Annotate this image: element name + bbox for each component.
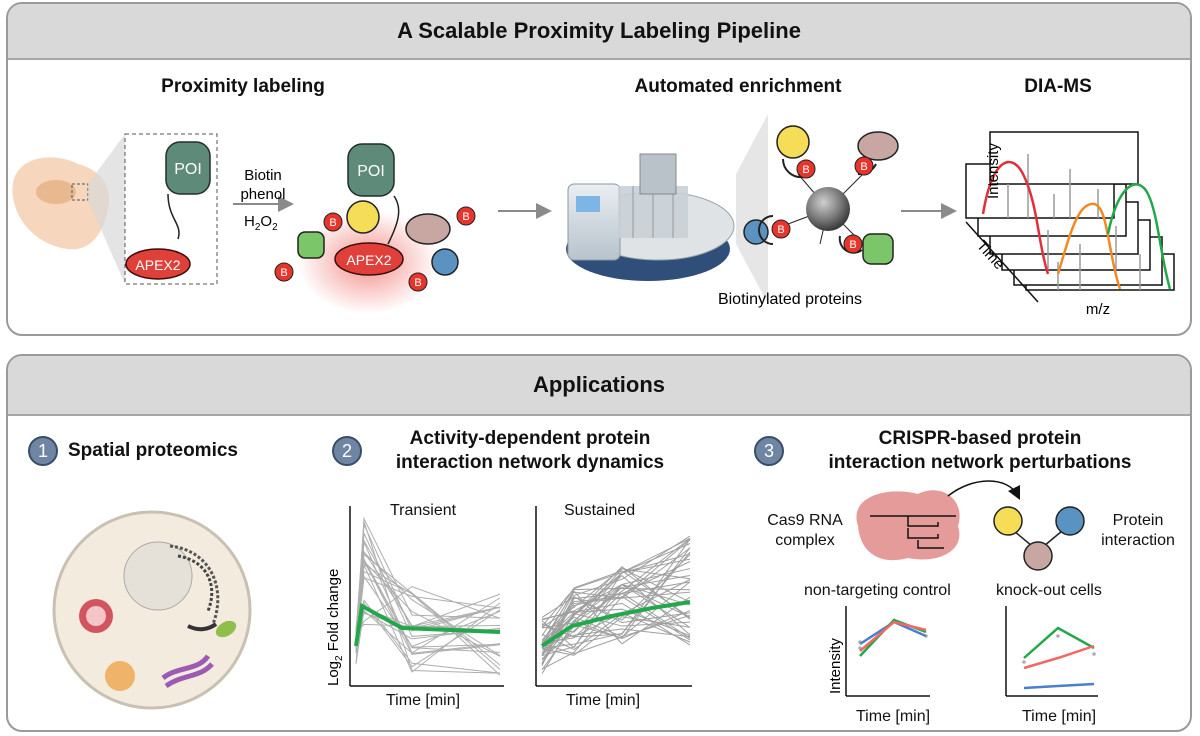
transient-mean-trace bbox=[354, 602, 501, 647]
sustained-trace bbox=[541, 575, 691, 660]
poi-protein bbox=[165, 141, 211, 195]
dia-ms-heading: DIA-MS bbox=[1024, 76, 1092, 97]
trace-red bbox=[981, 160, 1050, 275]
apex2-enzyme bbox=[125, 248, 191, 280]
trace-green bbox=[1106, 183, 1172, 290]
cell-illustration bbox=[12, 134, 125, 284]
crispr-plots: Intensity bbox=[827, 606, 1098, 697]
sustained-trace bbox=[541, 616, 691, 656]
dynamics-plots: Log2 Fold change bbox=[325, 506, 692, 687]
zoom-box bbox=[124, 133, 218, 285]
biotin-tags-labeling: B B B B bbox=[274, 206, 476, 292]
reagent-biotin: Biotin bbox=[244, 167, 282, 184]
svg-text:B: B bbox=[280, 267, 287, 279]
ntc-time-label: Time [min] bbox=[856, 708, 931, 725]
applications-panel: Applications 1 Spatial proteomics 2 Acti… bbox=[6, 354, 1192, 732]
transient-trace bbox=[355, 533, 501, 653]
interaction-label-line1: Protein bbox=[1112, 512, 1164, 529]
pipeline-panel: A Scalable Proximity Labeling Pipeline P… bbox=[6, 2, 1192, 336]
sustained-trace bbox=[541, 558, 691, 665]
transient-time-label: Time [min] bbox=[386, 692, 461, 709]
reagent-h2o2: H2O2 bbox=[244, 213, 278, 233]
crispr-heading-line1: CRISPR-based protein bbox=[878, 428, 1082, 449]
svg-text:B: B bbox=[777, 224, 784, 236]
mz-axis-label: m/z bbox=[1086, 301, 1110, 318]
cas9-label-line2: complex bbox=[775, 532, 835, 549]
interaction-label-line2: interaction bbox=[1101, 532, 1175, 549]
svg-text:B: B bbox=[414, 277, 421, 289]
crispr-arrow bbox=[947, 480, 1021, 501]
protein-blue bbox=[1055, 506, 1085, 536]
crispr-intensity-axis-label: Intensity bbox=[827, 638, 844, 694]
spatial-cell-illustration bbox=[52, 510, 252, 710]
number-badge-1: 1 bbox=[28, 436, 58, 466]
labeled-complex: POI APEX2 bbox=[297, 143, 459, 314]
svg-text:B: B bbox=[849, 239, 856, 251]
dynamics-heading-line1: Activity-dependent protein bbox=[409, 428, 651, 449]
transient-traces bbox=[355, 516, 501, 676]
reagent-phenol: phenol bbox=[240, 186, 285, 203]
applications-title: Applications bbox=[8, 356, 1190, 416]
bead-complex bbox=[743, 125, 899, 265]
crispr-heading-line2: interaction network perturbations bbox=[828, 452, 1132, 473]
ko-plot-label: knock-out cells bbox=[996, 582, 1102, 599]
enrichment-instrument bbox=[566, 153, 735, 281]
spatial-proteomics-heading: Spatial proteomics bbox=[68, 440, 238, 461]
intensity-axis-label: Intensity bbox=[985, 143, 1002, 199]
protein-mauve bbox=[1023, 541, 1053, 571]
sustained-trace bbox=[541, 570, 691, 637]
crispr-schematic bbox=[856, 480, 1085, 571]
pipeline-diagram: POI APEX2 Biotin phenol H2O2 POI APEX2 B… bbox=[12, 114, 1175, 318]
ntc-plot-label: non-targeting control bbox=[804, 582, 951, 599]
number-badge-2: 2 bbox=[332, 436, 362, 466]
proximity-labeling-heading: Proximity labeling bbox=[161, 76, 325, 97]
sustained-mean-trace bbox=[540, 600, 691, 648]
transient-trace bbox=[355, 609, 501, 664]
apex2-label: APEX2 bbox=[135, 257, 180, 273]
time-axis bbox=[965, 221, 1039, 303]
poi-label: POI bbox=[174, 161, 202, 178]
sustained-trace bbox=[541, 612, 691, 643]
sustained-trace bbox=[541, 537, 691, 629]
sustained-time-label: Time [min] bbox=[566, 692, 641, 709]
transient-trace bbox=[355, 516, 501, 649]
apex2-label-2: APEX2 bbox=[346, 252, 391, 268]
pipeline-title: A Scalable Proximity Labeling Pipeline bbox=[8, 4, 1190, 60]
number-badge-3: 3 bbox=[754, 436, 784, 466]
ko-time-label: Time [min] bbox=[1022, 708, 1097, 725]
poi-label-2: POI bbox=[357, 163, 385, 180]
sustained-trace bbox=[541, 581, 691, 667]
biotin-tags-enrichment: B B B B bbox=[771, 156, 874, 254]
svg-text:B: B bbox=[462, 211, 469, 223]
fold-change-axis-label: Log2 Fold change bbox=[325, 569, 345, 686]
dynamics-heading-line2: interaction network dynamics bbox=[395, 452, 665, 473]
dia-ms-spectra bbox=[965, 131, 1175, 291]
biotinylated-proteins-caption: Biotinylated proteins bbox=[718, 291, 862, 308]
sustained-trace bbox=[541, 537, 691, 627]
automated-enrichment-heading: Automated enrichment bbox=[634, 76, 842, 97]
transient-label: Transient bbox=[390, 502, 457, 519]
dia-ms-peaks bbox=[1007, 154, 1141, 290]
sustained-trace bbox=[541, 561, 691, 649]
protein-yellow bbox=[993, 506, 1023, 536]
transient-trace bbox=[355, 541, 501, 654]
svg-text:B: B bbox=[329, 217, 336, 229]
sustained-label: Sustained bbox=[564, 502, 636, 519]
cas9-label-line1: Cas9 RNA bbox=[767, 512, 843, 529]
svg-text:B: B bbox=[860, 161, 867, 173]
svg-text:B: B bbox=[802, 164, 809, 176]
trace-orange bbox=[1056, 202, 1122, 290]
sustained-trace bbox=[541, 584, 691, 633]
